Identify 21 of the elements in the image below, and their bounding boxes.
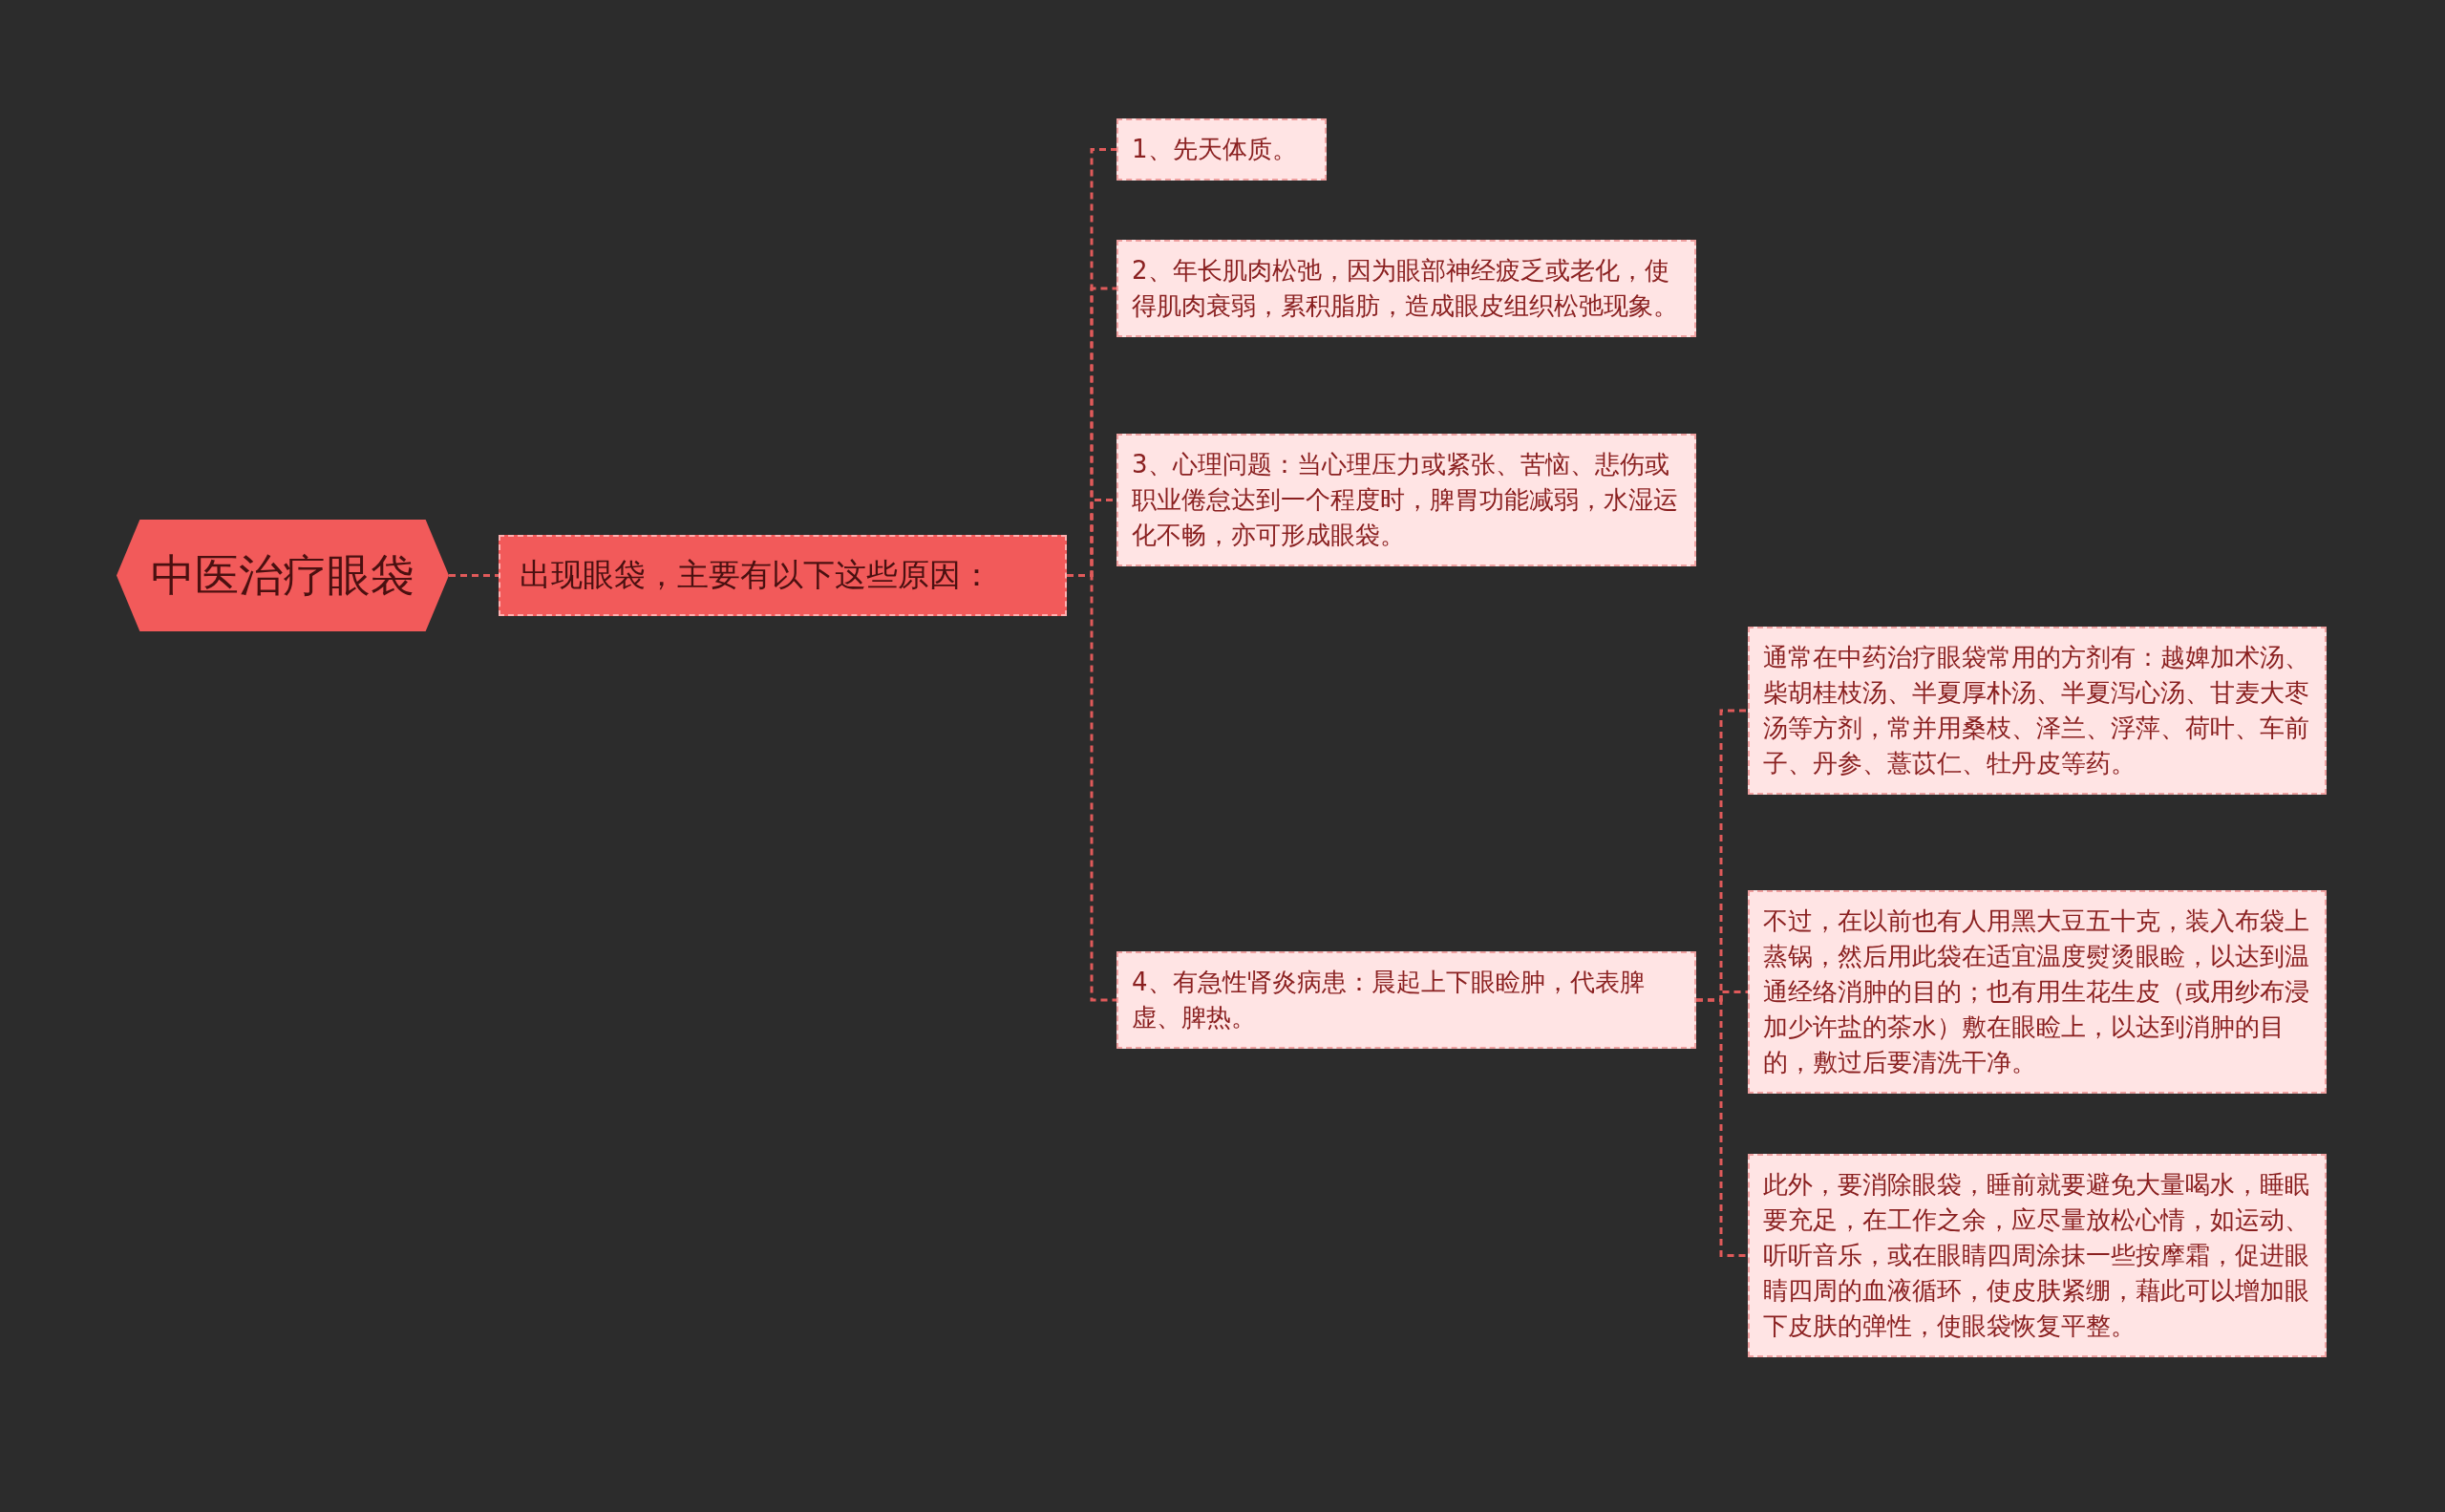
- topic-text: 中医治疗眼袋: [151, 547, 415, 603]
- connector-line: [1696, 998, 1748, 1257]
- topic-text: 2、年长肌肉松弛，因为眼部神经疲乏或老化，使得肌肉衰弱，累积脂肪，造成眼皮组织松弛现象。: [1132, 255, 1679, 322]
- topic-box: [499, 535, 1067, 616]
- topic-text: 出现眼袋，主要有以下这些原因：: [520, 555, 992, 595]
- topic-box: [1116, 240, 1696, 337]
- connector-line: [1067, 574, 1116, 1002]
- topic-text: 通常在中药治疗眼袋常用的方剂有：越婢加术汤、柴胡桂枝汤、半夏厚朴汤、半夏泻心汤、甘麦大枣汤等方剂，常并用桑枝、泽兰、浮萍、荷叶、车前子、丹参、薏苡仁、牡丹皮等药。: [1763, 642, 2310, 779]
- topic-box: [1748, 1154, 2327, 1357]
- topic-text: 3、心理问题：当心理压力或紧张、苦恼、悲伤或职业倦怠达到一个程度时，脾胃功能减弱，水湿运化不畅，亦可形成眼袋。: [1132, 449, 1679, 551]
- connector-line: [449, 574, 499, 577]
- topic-box: [1116, 434, 1696, 566]
- topic-box: [1748, 627, 2327, 795]
- topic-text: 4、有急性肾炎病患：晨起上下眼睑肿，代表脾虚、脾热。: [1132, 967, 1646, 1033]
- topic-text: 不过，在以前也有人用黑大豆五十克，装入布袋上蒸锅，然后用此袋在适宜温度熨烫眼睑，以达到温通经络消肿的目的；也有用生花生皮（或用纱布浸加少许盐的茶水）敷在眼睑上，以达到消肿的目的，敷过后要清洗干净。: [1763, 905, 2310, 1078]
- topic-box: [1116, 118, 1327, 181]
- topic-text: 1、先天体质。: [1132, 134, 1298, 165]
- topic-text: 此外，要消除眼袋，睡前就要避免大量喝水，睡眠要充足，在工作之余，应尽量放松心情，如运动、听听音乐，或在眼睛四周涂抹一些按摩霜，促进眼睛四周的血液循环，使皮肤紧绷，藉此可以增加眼下皮肤的弹性，使眼袋恢复平整。: [1763, 1169, 2310, 1342]
- topic-box: [1748, 890, 2327, 1094]
- topic-box: [1116, 951, 1696, 1049]
- hexagon-node: [117, 520, 449, 631]
